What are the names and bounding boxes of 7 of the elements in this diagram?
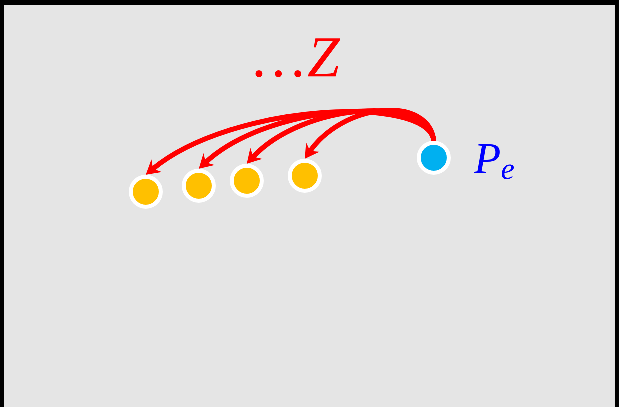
dot xyxy=(230,164,264,198)
dot xyxy=(129,175,163,209)
dot xyxy=(288,159,322,193)
dot xyxy=(417,141,451,175)
dot xyxy=(182,169,216,203)
variable-label: …Z xyxy=(256,38,340,78)
variable-label: P$_{e}$ xyxy=(474,144,514,180)
